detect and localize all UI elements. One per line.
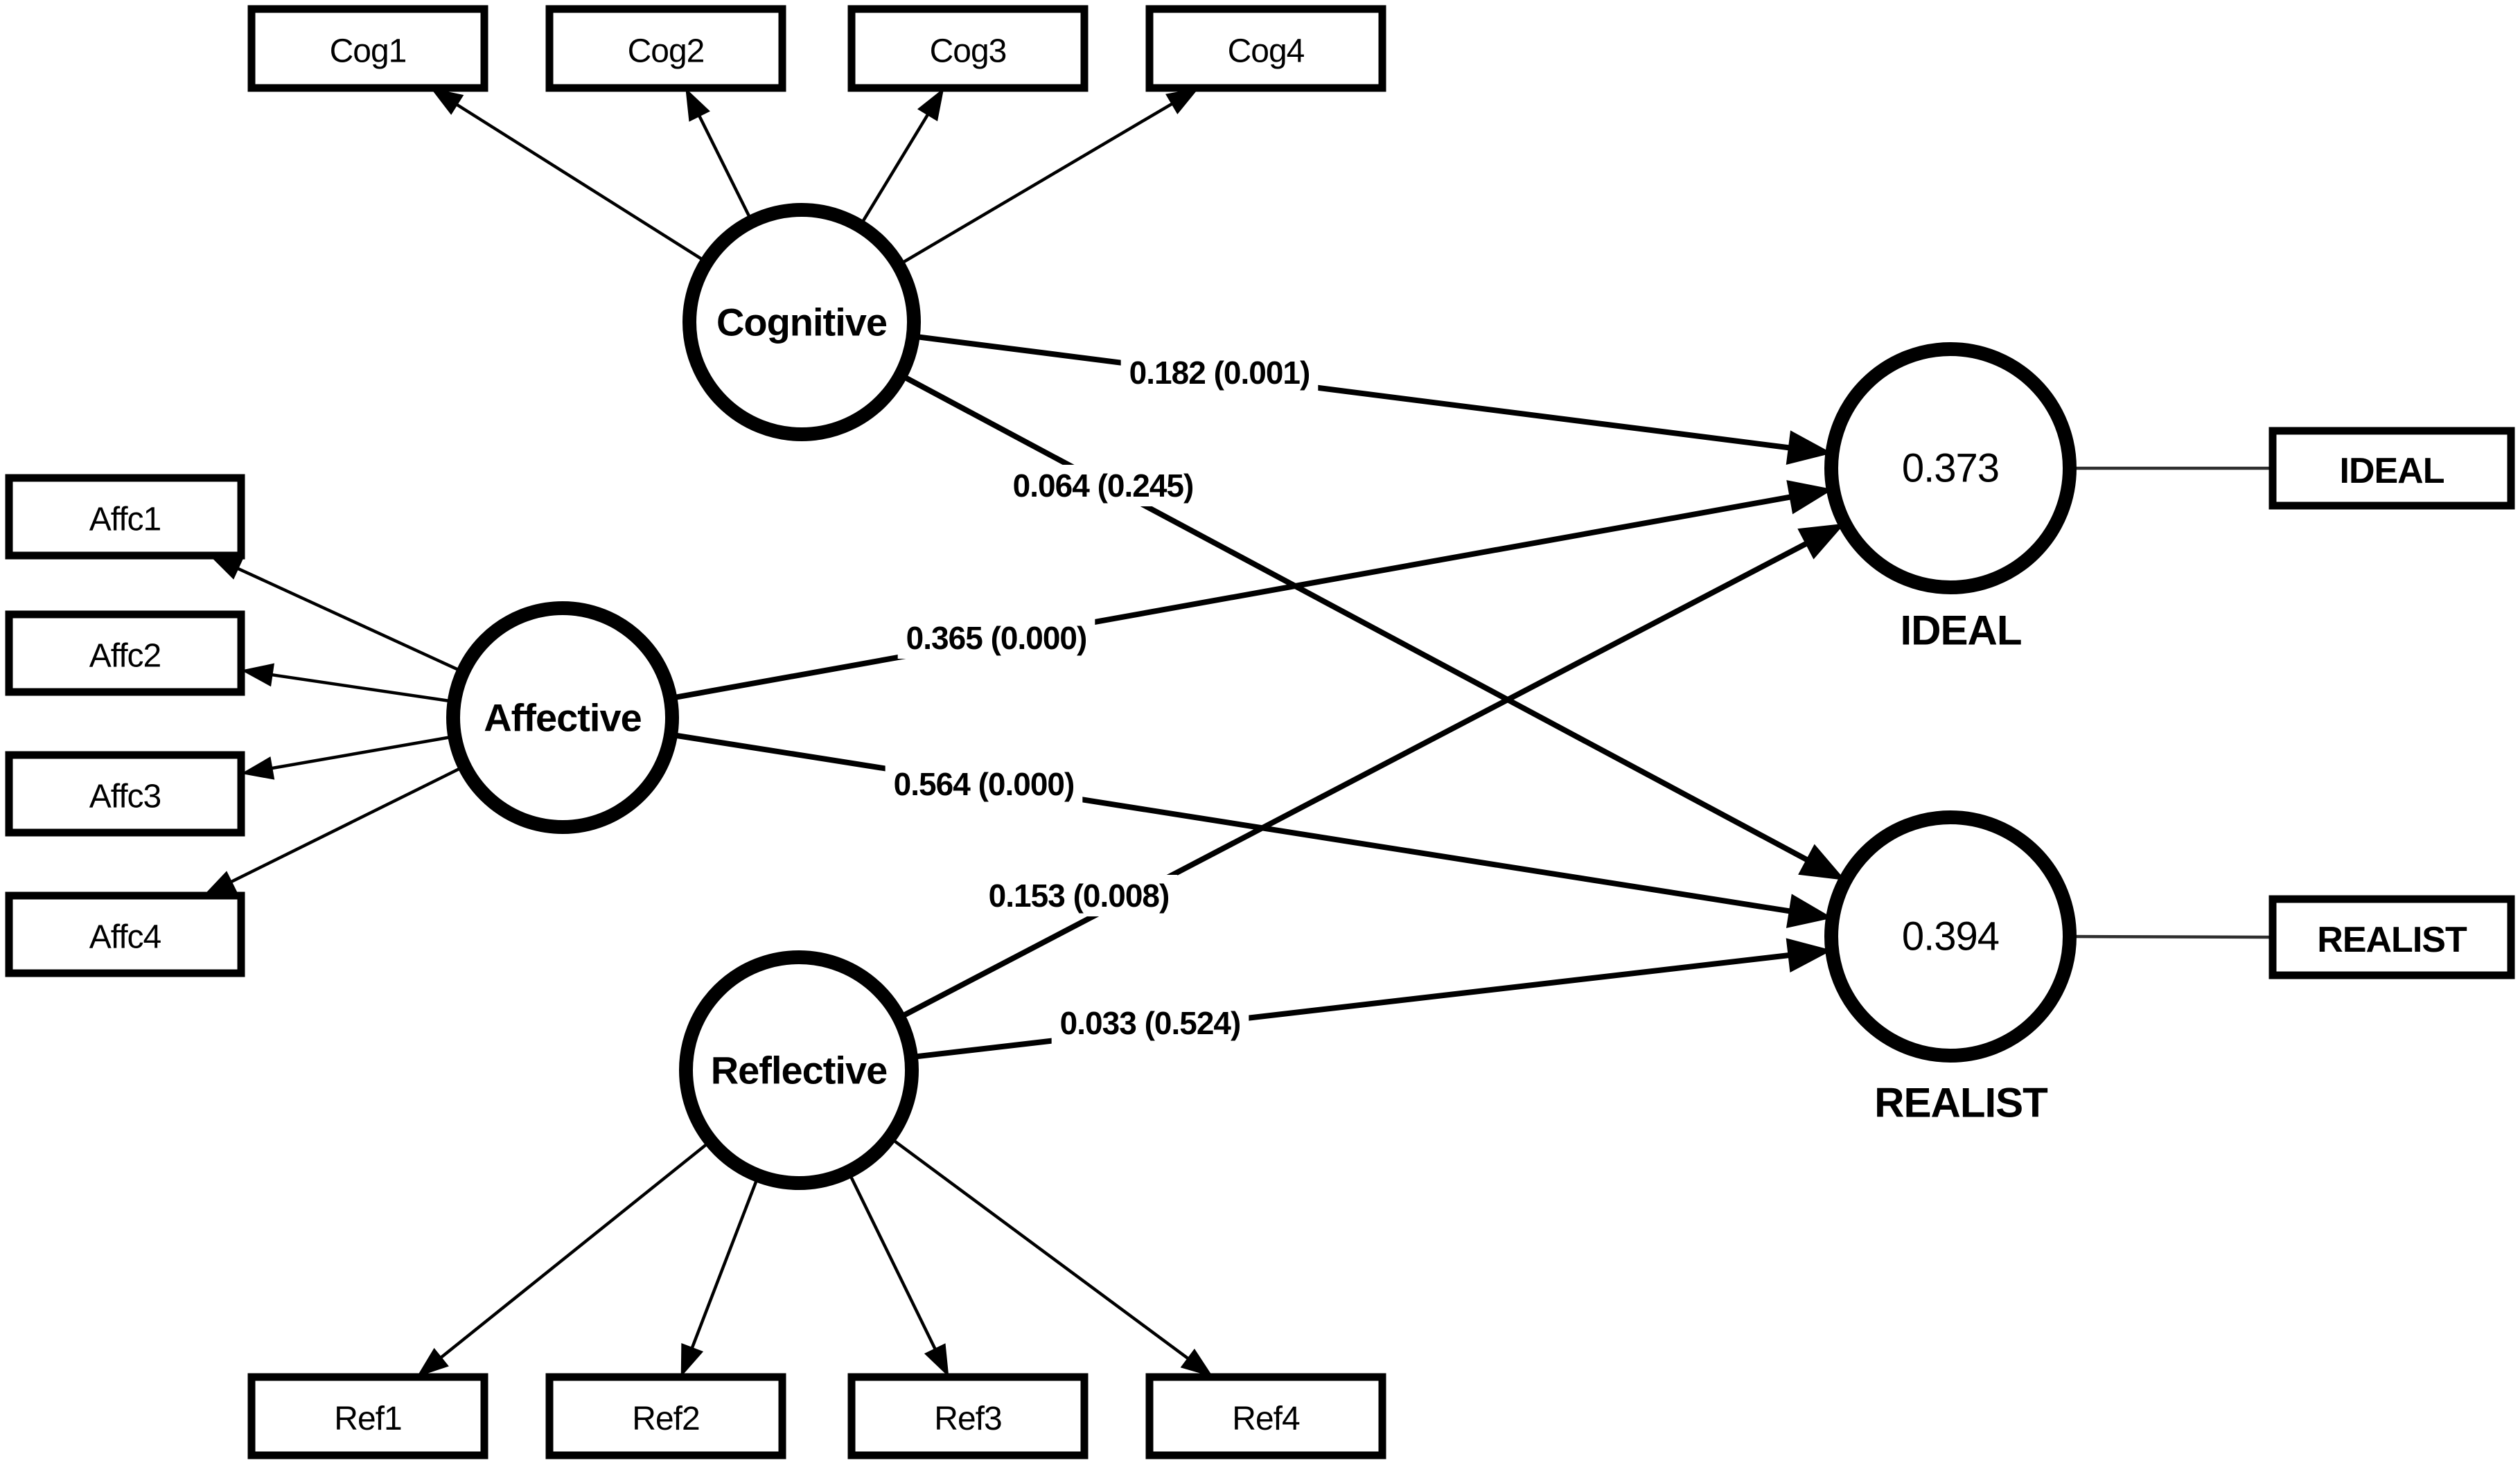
indicator-box-ideal_box [2268, 427, 2515, 510]
indicator-box-label-ref2: Ref2 [632, 1401, 699, 1437]
measurement-arrow-affective-affc3 [259, 734, 455, 772]
arrowhead-cognitive-realist [1798, 844, 1846, 880]
r2-value-ideal: 0.373 [1902, 446, 1999, 491]
caption-ideal: IDEAL [1901, 607, 2022, 654]
latent-label-reflective: Reflective [711, 1049, 888, 1092]
path-labels-layer: 0.182 (0.001) 0.064 (0.245) 0.365 (0.000) 0… [885, 352, 1319, 1044]
indicator-box-label-affc3: Affc3 [89, 779, 161, 815]
indicator-box-label-cog3: Cog3 [930, 33, 1007, 70]
indicator-box-affc1 [5, 474, 245, 560]
arrowhead-reflective-ideal [1797, 523, 1845, 560]
latent-node-reflective [679, 950, 919, 1190]
indicator-box-label-affc2: Affc2 [89, 638, 161, 675]
measurement-arrow-affective-affc2 [259, 671, 455, 704]
latent-node-affective [446, 601, 679, 834]
latent-node-cognitive [682, 203, 921, 441]
structural-path-reflective-realist [910, 951, 1802, 1060]
measurement-arrow-reflective-ref2 [686, 1175, 760, 1360]
indicator-box-label-ref3: Ref3 [934, 1401, 1001, 1437]
arrowhead-affc4 [203, 871, 238, 896]
structural-path-cognitive-realist [899, 372, 1819, 869]
arrowhead-affc2 [241, 663, 274, 687]
indicator-box-label-ref4: Ref4 [1232, 1401, 1300, 1437]
path-label-cognitive-ideal: 0.182 (0.001) [1129, 355, 1310, 391]
indicator-box-cog4 [1145, 5, 1386, 92]
path-label-reflective-ideal: 0.153 (0.008) [989, 878, 1170, 914]
measurement-arrow-cognitive-cog1 [446, 96, 708, 264]
indicator-box-ref4 [1145, 1373, 1386, 1459]
path-label-cognitive-realist: 0.064 (0.245) [1013, 468, 1194, 504]
structural-path-reflective-ideal [897, 535, 1819, 1021]
indicator-box-affc3 [5, 751, 245, 837]
arrowhead-affective-ideal [1786, 480, 1833, 515]
arrowhead-cog2 [685, 88, 710, 122]
arrowhead-cog1 [430, 88, 464, 115]
path-label-backing-reflective-ideal [980, 875, 1178, 916]
path-label-backing-affective-realist [885, 763, 1083, 805]
structural-path-affective-realist [670, 731, 1803, 916]
indicator-box-affc4 [5, 891, 245, 977]
indicator-box-label-realist_box: REALIST [2317, 920, 2467, 960]
path-label-backing-cognitive-ideal [1120, 352, 1319, 393]
arrowhead-ref2 [680, 1342, 704, 1377]
indicator-box-label-ideal_box: IDEAL [2340, 451, 2444, 491]
indicator-box-realist_box [2268, 895, 2515, 979]
indicator-box-ref1 [247, 1373, 488, 1459]
indicator-box-label-affc4: Affc4 [89, 919, 161, 956]
path-label-backing-reflective-realist [1051, 1002, 1249, 1044]
indicator-box-label-affc1: Affc1 [89, 501, 161, 538]
measurement-arrow-reflective-ref3 [847, 1171, 942, 1361]
path-label-affective-ideal: 0.365 (0.000) [906, 620, 1087, 656]
latent-node-ideal [1824, 342, 2077, 594]
structural-path-affective-ideal [669, 492, 1804, 701]
nodes-layer: Cog1 Cog2 Cog3 Cog4Affc1Affc2Affc3Affc4Ref1… [5, 5, 2515, 1459]
measurement-arrow-cognitive-cog2 [692, 104, 754, 222]
measurement-arrow-affective-affc1 [226, 562, 464, 674]
indicator-box-affc2 [5, 610, 245, 696]
indicator-box-cog3 [847, 5, 1089, 92]
arrowhead-affc3 [241, 756, 275, 780]
measurement-arrow-reflective-ref4 [888, 1136, 1199, 1367]
path-label-backing-cognitive-realist [1004, 465, 1202, 506]
latent-node-realist [1824, 810, 2077, 1063]
structural-path-cognitive-ideal [913, 333, 1802, 452]
arrowhead-ref1 [416, 1347, 449, 1377]
indicator-box-label-cog1: Cog1 [330, 33, 407, 70]
arrowhead-affc1 [209, 556, 244, 580]
latent-label-affective: Affective [484, 696, 642, 740]
indicator-box-ref3 [847, 1373, 1089, 1459]
indicator-box-label-ref1: Ref1 [334, 1401, 401, 1437]
indicator-box-label-cog4: Cog4 [1228, 33, 1305, 70]
indicator-box-cog1 [247, 5, 488, 92]
indicator-box-ref2 [545, 1373, 786, 1459]
arrowhead-cog4 [1165, 88, 1199, 115]
path-label-affective-realist: 0.564 (0.000) [894, 766, 1075, 802]
latent-label-cognitive: Cognitive [716, 301, 887, 344]
measurement-arrow-affective-affc4 [220, 765, 466, 889]
arrowhead-cog3 [917, 88, 944, 122]
arrowhead-ref4 [1180, 1348, 1213, 1377]
arrowhead-reflective-realist [1786, 938, 1833, 973]
path-label-backing-affective-ideal [897, 617, 1095, 659]
arrowhead-cognitive-ideal [1786, 430, 1833, 465]
arrowhead-ref3 [924, 1343, 949, 1377]
outcome-link-realist [2069, 934, 2273, 939]
indicator-box-cog2 [545, 5, 786, 92]
indicator-box-label-cog2: Cog2 [628, 33, 705, 70]
measurement-arrow-cognitive-cog4 [897, 96, 1183, 267]
arrowhead-affective-realist [1786, 894, 1833, 928]
path-label-reflective-realist: 0.033 (0.524) [1060, 1005, 1241, 1041]
measurement-arrow-cognitive-cog3 [858, 103, 935, 227]
measurement-arrow-reflective-ref1 [430, 1139, 712, 1367]
caption-realist: REALIST [1874, 1080, 2047, 1126]
r2-value-realist: 0.394 [1902, 914, 1999, 959]
